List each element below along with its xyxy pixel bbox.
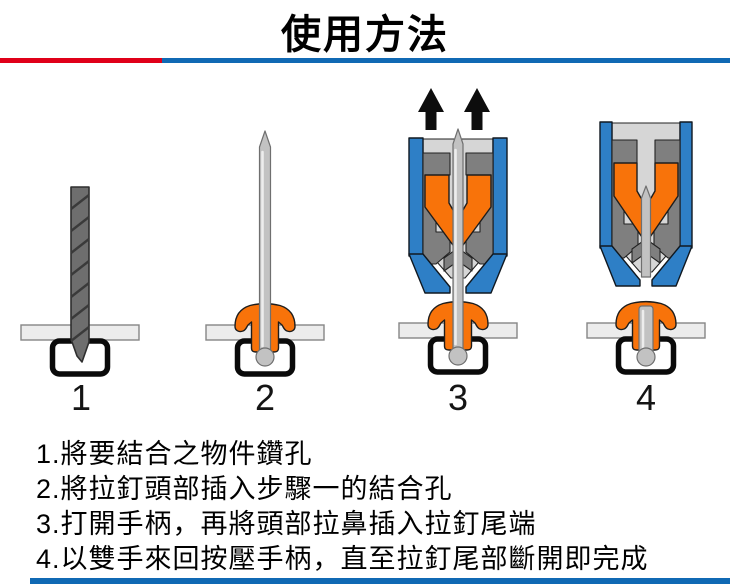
figure-step-2: 2 [205,130,325,418]
broken-mandrel-icon [640,185,652,278]
instruction-line-3: 3.打開手柄，再將頭部拉鼻插入拉釘尾端 [36,509,537,539]
step-4-label: 4 [636,377,656,418]
rivet-mandrel-icon [448,128,468,366]
rivet-tool-nose-icon [599,121,693,287]
step-2-label: 2 [255,377,275,418]
figure-step-1: 1 [20,186,140,418]
instruction-line-2: 2.將拉釘頭部插入步驟一的結合孔 [36,474,453,504]
mandrel-stub-icon [636,305,656,367]
title-divider [0,58,730,63]
step-1-label: 1 [71,377,91,418]
figure-step-3: 3 [398,88,518,418]
divider-blue-segment [162,58,730,63]
instruction-list: 1.將要結合之物件鑽孔 2.將拉釘頭部插入步驟一的結合孔 3.打開手柄，再將頭部… [36,437,716,577]
up-arrow-icon [464,88,490,130]
instruction-line-1: 1.將要結合之物件鑽孔 [36,439,313,469]
instruction-line-4: 4.以雙手來回按壓手柄，直至拉釘尾部斷開即完成 [36,544,649,574]
rivet-mandrel-icon [255,130,275,367]
drill-bit-icon [70,186,90,363]
figure-step-4: 4 [586,121,706,418]
divider-red-segment [0,58,162,63]
page-title: 使用方法 [281,13,449,57]
bottom-accent-bar [30,578,730,584]
up-arrow-icon [418,88,444,130]
step-3-label: 3 [448,377,468,418]
